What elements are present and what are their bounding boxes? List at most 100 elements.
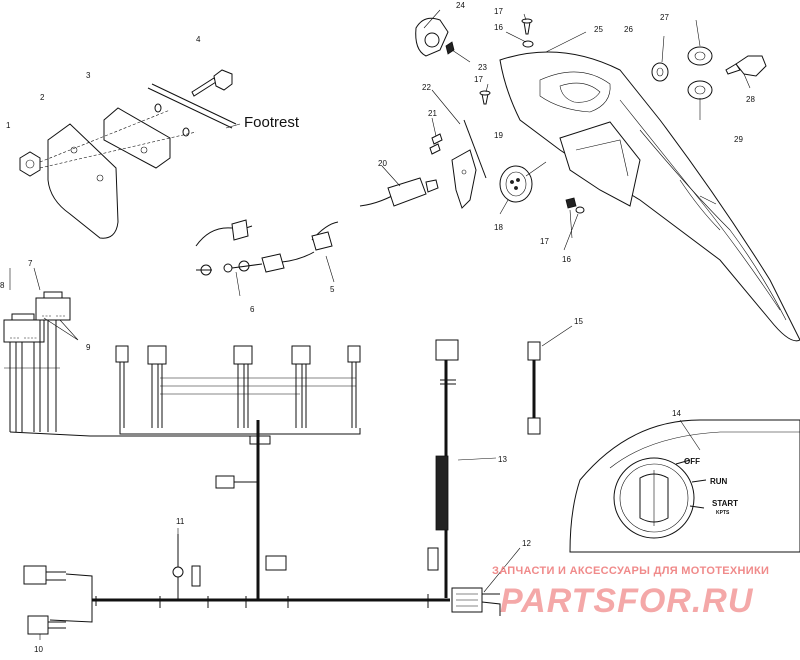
- harness-clip: [440, 379, 456, 385]
- ignition-key: [735, 55, 767, 77]
- harness-connector: [147, 345, 167, 365]
- connector-latch: [43, 291, 63, 299]
- grommet-part: [651, 62, 669, 82]
- switch-bezel-inner: [619, 463, 689, 533]
- wire-lead: [281, 251, 315, 263]
- wire-lead: [196, 263, 263, 271]
- callout-15: 15: [574, 317, 583, 326]
- screw-part: [565, 197, 577, 209]
- washer: [154, 103, 162, 113]
- hood-console-group: [359, 9, 800, 342]
- switch-terminal: [516, 178, 520, 182]
- harness-connector: [231, 219, 249, 241]
- spacer-block: [103, 107, 171, 169]
- leader-lines: [679, 419, 701, 451]
- harness-connector: [35, 297, 71, 321]
- callout-12: 12: [522, 539, 531, 548]
- grommet-part: [687, 80, 713, 100]
- assembly-centerline: [39, 109, 197, 169]
- terminal-ring: [223, 263, 233, 273]
- clip-part: [445, 41, 455, 55]
- callout-27: 27: [660, 13, 669, 22]
- harness-connector: [23, 565, 47, 585]
- block-hole: [140, 146, 148, 154]
- switch-run-label: RUN: [710, 477, 728, 486]
- grommet-hole: [694, 51, 706, 61]
- callout-25: 25: [594, 25, 603, 34]
- console-mount-edge: [575, 139, 629, 177]
- grommet-hole: [656, 67, 664, 77]
- harness-connector: [527, 341, 541, 361]
- inline-fuse: [427, 547, 439, 571]
- switch-off-label: OFF: [684, 457, 700, 466]
- callout-23: 23: [478, 63, 487, 72]
- harness-connector: [265, 555, 287, 571]
- screw-head: [521, 18, 533, 24]
- callout-1: 1: [6, 121, 11, 130]
- harness-wire: [49, 573, 93, 623]
- callout-7: 7: [28, 259, 33, 268]
- harness-connector: [291, 345, 311, 365]
- switch-start-label: START: [712, 499, 738, 508]
- harness-wire: [119, 362, 357, 428]
- choke-cable: [359, 195, 393, 207]
- callout-16-bottom: 16: [562, 255, 571, 264]
- switch-detail-group: [569, 419, 800, 553]
- callout-10: 10: [34, 645, 43, 654]
- callout-8: 8: [0, 281, 5, 290]
- callout-18: 18: [494, 223, 503, 232]
- harness-connector: [233, 345, 253, 365]
- callout-16-top: 16: [494, 23, 503, 32]
- leader-lines: [457, 457, 497, 461]
- trunk-junction: [249, 435, 271, 445]
- harness-clip: [95, 594, 429, 608]
- rod-part: [463, 119, 487, 179]
- nut-part: [19, 151, 41, 177]
- bolt-shank: [191, 77, 217, 97]
- switch-terminal: [514, 186, 518, 190]
- harness-wire: [9, 431, 250, 437]
- fuse-part: [191, 565, 201, 587]
- callout-14: 14: [672, 409, 681, 418]
- callout-11: 11: [176, 517, 185, 526]
- washer-part: [522, 40, 534, 48]
- console-panel: [499, 51, 800, 342]
- callout-17-middle: 17: [474, 75, 483, 84]
- nut-hole: [25, 159, 35, 169]
- harness-connector: [115, 345, 129, 363]
- main-harness-group: [3, 267, 573, 640]
- console-contour: [639, 129, 787, 321]
- callout-19: 19: [494, 131, 503, 140]
- screw-head: [479, 90, 491, 96]
- connector-pins: [456, 593, 478, 607]
- footrest-edge: [147, 83, 237, 129]
- leader-lines: [541, 325, 573, 347]
- lever-hole: [461, 169, 467, 175]
- harness-wire: [481, 593, 501, 616]
- callout-26: 26: [624, 25, 633, 34]
- callout-labels: 1 2 3 4 5 6 7 8 9 10 11 12 13 14 15 16 1…: [0, 1, 755, 654]
- choke-cable-end: [425, 179, 439, 193]
- harness-connector: [261, 253, 285, 273]
- harness-connector: [347, 345, 361, 363]
- callout-17-bottom: 17: [540, 237, 549, 246]
- washer-part: [575, 206, 585, 214]
- switch-start-sublabel: KPTS: [716, 510, 730, 516]
- leader-line: [225, 123, 241, 129]
- leader-lines: [381, 9, 751, 251]
- ground-terminal: [172, 566, 184, 578]
- callout-2: 2: [40, 93, 45, 102]
- grommet-hole: [694, 85, 706, 95]
- switch-terminal: [510, 180, 514, 184]
- console-gauge-recess: [539, 71, 611, 113]
- leader-lines: [43, 317, 79, 341]
- harness-wire: [9, 320, 57, 432]
- callout-9: 9: [86, 343, 91, 352]
- callout-17-top: 17: [494, 7, 503, 16]
- harness-connector: [3, 319, 45, 343]
- choke-cable-housing: [387, 177, 427, 207]
- callout-29: 29: [734, 135, 743, 144]
- key-blade: [725, 63, 741, 75]
